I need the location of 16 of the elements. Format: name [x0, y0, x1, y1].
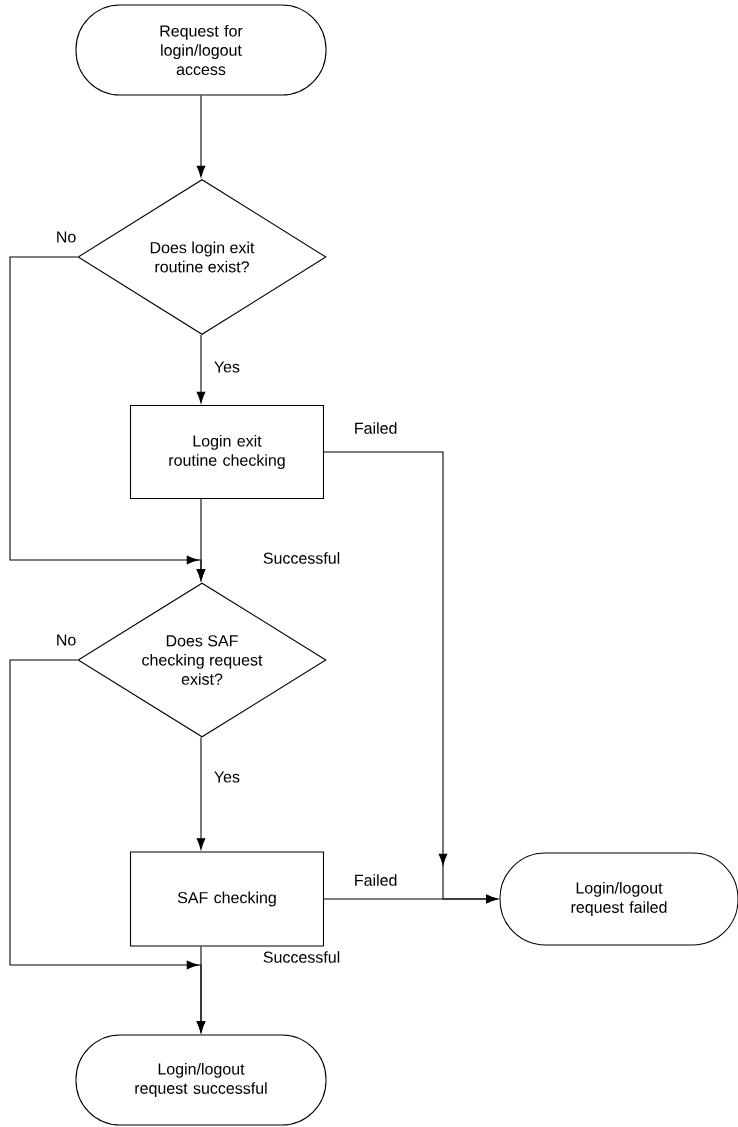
edge-label: Successful	[261, 550, 342, 566]
arrow	[323, 894, 498, 904]
arrow	[196, 498, 206, 581]
process-box: Login exit routine checking	[129, 404, 325, 500]
arrow	[196, 737, 206, 850]
arrow	[196, 334, 206, 404]
edge-label: Yes	[212, 360, 242, 374]
edge-label: Failed	[352, 420, 399, 436]
process-box: SAF checking	[129, 851, 325, 947]
edge-label: No	[54, 633, 78, 647]
edge-label: Failed	[352, 872, 399, 888]
edge-label: No	[54, 230, 78, 244]
arrow	[196, 95, 206, 178]
arrow	[196, 946, 206, 1033]
edge-label: Yes	[212, 770, 242, 784]
edge-label: Successful	[261, 949, 342, 965]
